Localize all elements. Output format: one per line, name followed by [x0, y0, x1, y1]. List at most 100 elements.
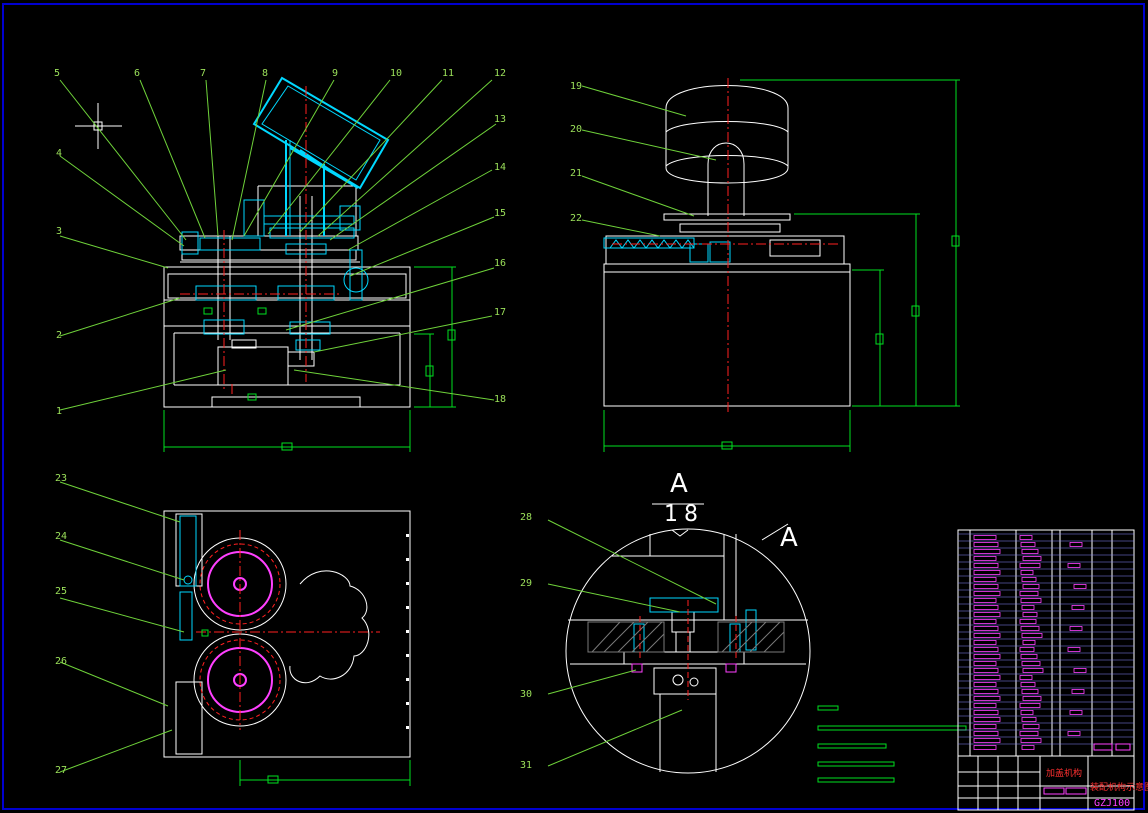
part-label-27: 27 — [55, 765, 67, 776]
bom-cell — [973, 675, 1001, 680]
part-label-22: 22 — [570, 213, 582, 224]
bom-cell — [1071, 605, 1085, 610]
part-label-9: 9 — [332, 68, 338, 79]
side-view — [581, 78, 960, 452]
part-label-19: 19 — [570, 81, 582, 92]
bom-cell — [1021, 689, 1039, 694]
part-label-28: 28 — [520, 512, 532, 523]
bom-cell — [973, 703, 997, 708]
part-label-23: 23 — [55, 473, 67, 484]
part-label-11: 11 — [442, 68, 454, 79]
part-label-24: 24 — [55, 531, 67, 542]
bom-cell — [973, 661, 997, 666]
bom-cell — [1019, 675, 1033, 680]
bom-cell — [1022, 556, 1042, 561]
section-marker-letter: A — [670, 469, 688, 499]
part-label-6: 6 — [134, 68, 140, 79]
bom-cell — [973, 668, 999, 673]
bom-cell — [973, 570, 1001, 575]
bom-cell — [973, 577, 997, 582]
bom-cell — [1071, 689, 1085, 694]
bom-cell — [1022, 724, 1040, 729]
part-label-20: 20 — [570, 124, 582, 135]
drawing-frame — [2, 3, 1145, 810]
part-label-2: 2 — [56, 330, 62, 341]
part-label-7: 7 — [200, 68, 206, 79]
bom-cell — [973, 682, 997, 687]
bom-cell — [1021, 605, 1035, 610]
bom-cell — [973, 598, 997, 603]
bom-cell — [973, 605, 999, 610]
part-label-17: 17 — [494, 307, 506, 318]
bom-cell — [1021, 661, 1041, 666]
part-label-15: 15 — [494, 208, 506, 219]
bom-cell — [1022, 696, 1042, 701]
bom-cell — [973, 717, 1001, 722]
bom-cell — [973, 556, 997, 561]
part-label-31: 31 — [520, 760, 532, 771]
bom-cell — [1022, 668, 1044, 673]
bom-table — [957, 529, 1135, 757]
bom-cell — [1069, 710, 1083, 715]
bom-cell — [1020, 738, 1042, 743]
part-label-29: 29 — [520, 578, 532, 589]
bom-cell — [973, 633, 1001, 638]
bom-cell — [1019, 535, 1033, 540]
title-block-company: 加盖机构 — [1046, 767, 1082, 779]
bom-cell — [973, 549, 1001, 554]
bom-cell — [1022, 584, 1040, 589]
bom-cell — [1019, 703, 1041, 708]
bom-cell — [973, 563, 999, 568]
bom-cell — [973, 654, 1001, 659]
part-label-12: 12 — [494, 68, 506, 79]
bom-cell — [1021, 549, 1039, 554]
bom-cell — [1073, 584, 1087, 589]
part-label-13: 13 — [494, 114, 506, 125]
bom-cell — [1019, 647, 1035, 652]
title-block-drawing-title: 装配机构示意图 — [1090, 781, 1148, 793]
bom-cell — [1020, 710, 1034, 715]
part-label-26: 26 — [55, 656, 67, 667]
part-label-21: 21 — [570, 168, 582, 179]
bom-cell — [973, 710, 999, 715]
bom-cell — [1022, 612, 1038, 617]
bom-cell — [1021, 745, 1035, 750]
bom-cell — [973, 612, 1001, 617]
bom-cell — [1020, 598, 1042, 603]
top-view — [59, 481, 411, 786]
bom-cell — [1020, 654, 1038, 659]
section-marker-scale-top: 1 — [664, 502, 678, 527]
part-label-8: 8 — [262, 68, 268, 79]
bom-cell — [1067, 563, 1081, 568]
bom-cell — [1020, 542, 1036, 547]
bom-cell — [1022, 640, 1036, 645]
bom-cell — [973, 731, 999, 736]
bom-cell — [1069, 626, 1083, 631]
bom-cell — [1019, 619, 1037, 624]
part-label-1: 1 — [56, 406, 62, 417]
part-label-18: 18 — [494, 394, 506, 405]
bom-cell — [1021, 633, 1043, 638]
bom-cell — [973, 647, 999, 652]
bom-cell — [1019, 591, 1039, 596]
bom-cell — [1067, 647, 1081, 652]
title-block-drawing-number: GZJ100 — [1094, 798, 1130, 809]
part-label-10: 10 — [390, 68, 402, 79]
bom-cell — [973, 745, 997, 750]
detail-view-a — [547, 503, 967, 783]
bom-cell — [973, 724, 997, 729]
bom-cell — [1067, 731, 1081, 736]
section-marker-scale-bottom: 8 — [684, 502, 698, 527]
front-view — [59, 76, 497, 452]
bom-cell — [1021, 717, 1037, 722]
crosshair-cursor-icon — [75, 103, 122, 149]
bom-cell — [1020, 682, 1036, 687]
bom-cell — [973, 535, 997, 540]
part-label-16: 16 — [494, 258, 506, 269]
bom-cell — [973, 626, 999, 631]
detail-callout-letter: A — [780, 523, 798, 553]
bom-cell — [973, 591, 1001, 596]
bom-cell — [1020, 570, 1034, 575]
bom-cell — [1073, 668, 1087, 673]
